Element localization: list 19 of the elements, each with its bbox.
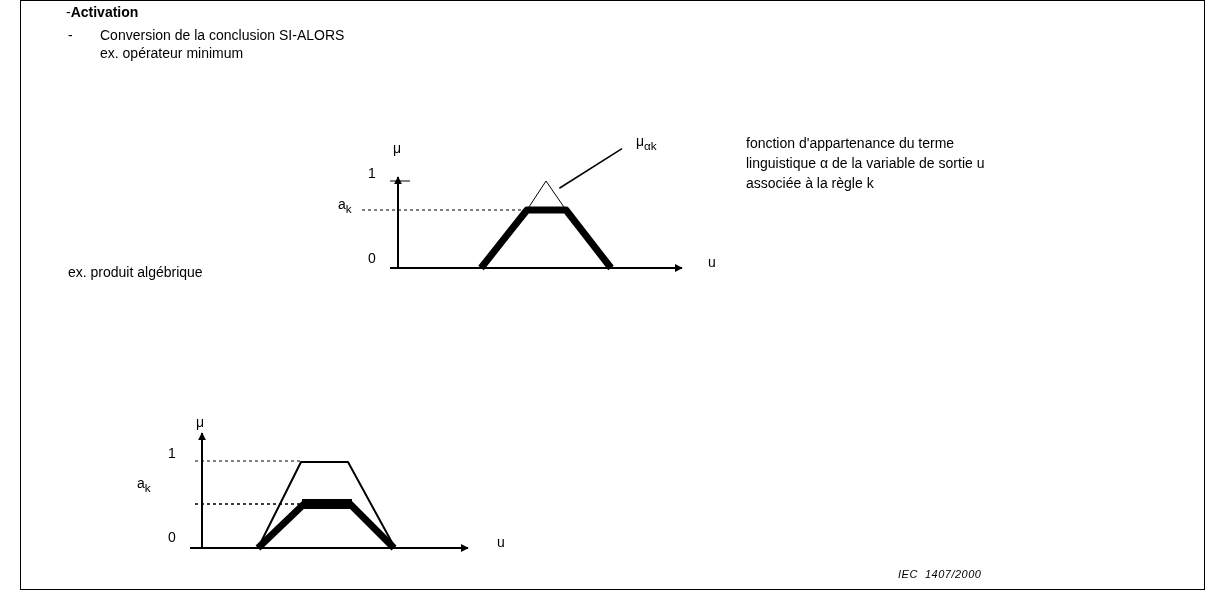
example-text: ex. opérateur minimum	[100, 45, 244, 62]
axis-label: μ	[393, 140, 402, 157]
axis-label: u	[497, 534, 505, 551]
bullet-text: Conversion de la conclusion SI-ALORS	[100, 27, 345, 44]
axis-label: u	[708, 254, 716, 271]
tick-label: 0	[368, 250, 376, 267]
example-text: ex. produit algébrique	[68, 264, 203, 281]
level-label: a$_{k}$	[137, 475, 151, 496]
tick-label: 1	[168, 445, 176, 462]
bullet-dash: -	[68, 27, 73, 44]
figure-reference: IEC 1407/2000	[898, 567, 982, 582]
leader-line	[558, 147, 623, 189]
axis-label: μ	[196, 414, 205, 431]
description-text: fonction d'appartenance du terme linguistique α de la variable de sortie u associée à la règle k	[746, 134, 986, 193]
level-label: a$_{k}$	[338, 196, 352, 217]
tick-label: 0	[168, 529, 176, 546]
section-heading: -Activation	[66, 4, 139, 21]
curve-label: μ$_{αk}$	[636, 133, 657, 154]
tick-label: 1	[368, 165, 376, 182]
